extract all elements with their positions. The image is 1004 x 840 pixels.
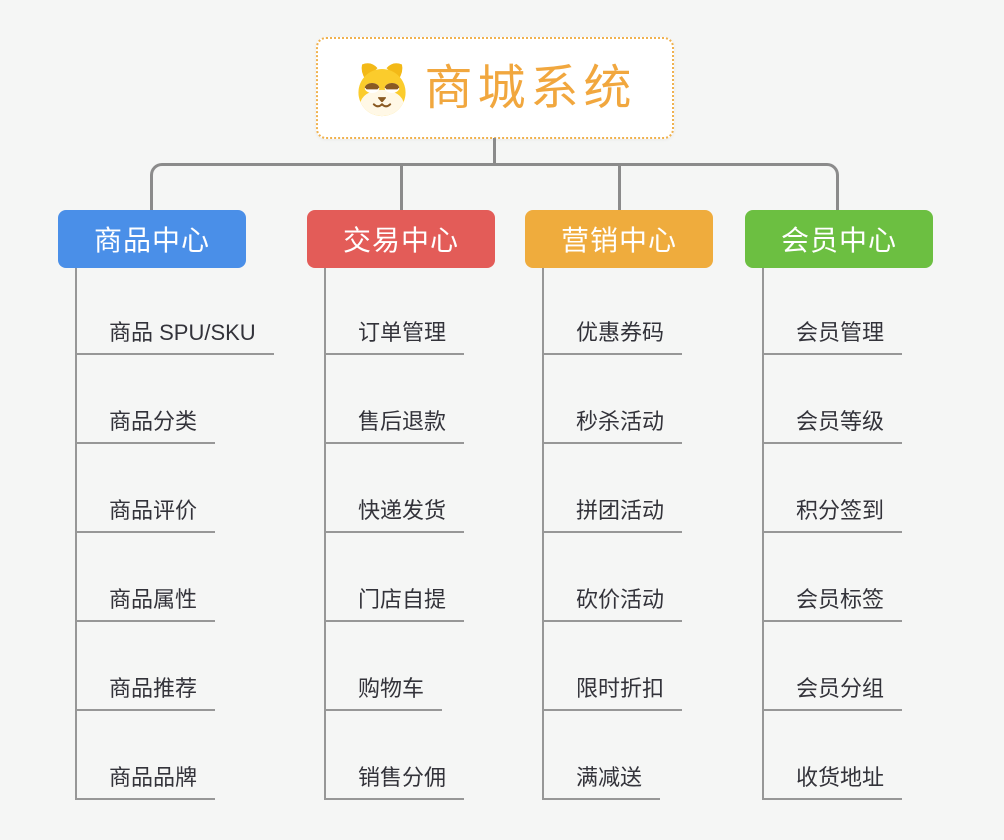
- branch-drop-line: [400, 166, 403, 210]
- branch-drop-line: [618, 166, 621, 210]
- bus-connector-line: [150, 163, 839, 210]
- child-node[interactable]: 会员管理: [764, 318, 903, 355]
- branch-children-column: 优惠券码秒杀活动拼团活动砍价活动限时折扣满减送: [542, 268, 683, 800]
- branch-label: 商品中心: [93, 225, 210, 256]
- branch-children-column: 会员管理会员等级积分签到会员标签会员分组收货地址: [762, 268, 903, 800]
- branch-label: 营销中心: [560, 225, 677, 256]
- branch-children-column: 订单管理售后退款快递发货门店自提购物车销售分佣: [324, 268, 465, 800]
- child-node[interactable]: 会员分组: [764, 674, 903, 711]
- child-node[interactable]: 销售分佣: [326, 763, 465, 800]
- branch-header[interactable]: 营销中心: [525, 210, 713, 268]
- branch-children-column: 商品 SPU/SKU 商品分类商品评价商品属性商品推荐商品品牌: [75, 268, 274, 800]
- branch-header[interactable]: 交易中心: [307, 210, 495, 268]
- branch-label: 会员中心: [780, 225, 897, 256]
- branch-label: 交易中心: [342, 225, 459, 256]
- child-node[interactable]: 秒杀活动: [544, 407, 683, 444]
- root-connector-line: [493, 138, 496, 164]
- child-node[interactable]: 优惠券码: [544, 318, 683, 355]
- child-node[interactable]: 商品 SPU/SKU: [77, 318, 274, 355]
- root-title: 商城系统: [424, 62, 637, 115]
- child-node[interactable]: 订单管理: [326, 318, 465, 355]
- child-node[interactable]: 商品属性: [77, 585, 216, 622]
- child-node[interactable]: 快递发货: [326, 496, 465, 533]
- child-node[interactable]: 拼团活动: [544, 496, 683, 533]
- dog-face-icon: [353, 59, 411, 117]
- branch-header[interactable]: 会员中心: [745, 210, 933, 268]
- child-node[interactable]: 会员等级: [764, 407, 903, 444]
- child-node[interactable]: 满减送: [544, 763, 661, 800]
- child-node[interactable]: 商品评价: [77, 496, 216, 533]
- child-node[interactable]: 门店自提: [326, 585, 465, 622]
- child-node[interactable]: 砍价活动: [544, 585, 683, 622]
- child-node[interactable]: 商品推荐: [77, 674, 216, 711]
- child-node[interactable]: 购物车: [326, 674, 443, 711]
- root-node[interactable]: 商城系统: [316, 37, 674, 139]
- child-node[interactable]: 会员标签: [764, 585, 903, 622]
- child-node[interactable]: 积分签到: [764, 496, 903, 533]
- child-node[interactable]: 商品分类: [77, 407, 216, 444]
- child-node[interactable]: 商品品牌: [77, 763, 216, 800]
- child-node[interactable]: 收货地址: [764, 763, 903, 800]
- branch-header[interactable]: 商品中心: [58, 210, 246, 268]
- child-node[interactable]: 售后退款: [326, 407, 465, 444]
- child-node[interactable]: 限时折扣: [544, 674, 683, 711]
